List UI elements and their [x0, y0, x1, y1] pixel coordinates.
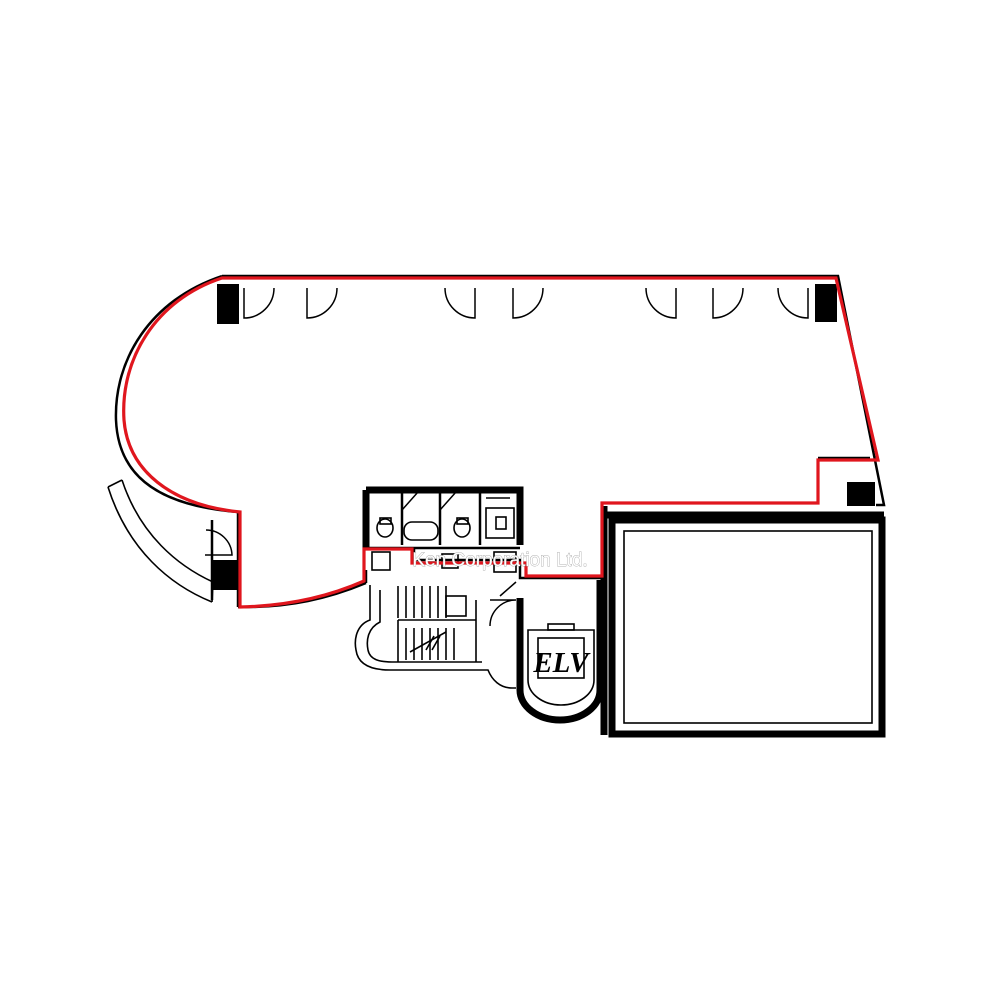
- elevator-shaft: ELV: [516, 580, 604, 724]
- west-balcony: [107, 479, 233, 603]
- elevator-label: ELV: [532, 647, 591, 679]
- interior-walls: [364, 456, 870, 583]
- column-nw: [217, 284, 239, 324]
- structural-columns: [213, 284, 875, 590]
- watermark-text: Ken Corporation Ltd.: [412, 550, 587, 571]
- column-ne: [815, 284, 837, 322]
- column-se: [847, 482, 875, 506]
- staircase: [354, 581, 517, 689]
- rental-area-outline: [122, 276, 881, 609]
- north-windows: [243, 287, 809, 319]
- restroom-core: [362, 486, 524, 573]
- column-sw: [213, 560, 237, 590]
- adjacent-block: [600, 506, 886, 738]
